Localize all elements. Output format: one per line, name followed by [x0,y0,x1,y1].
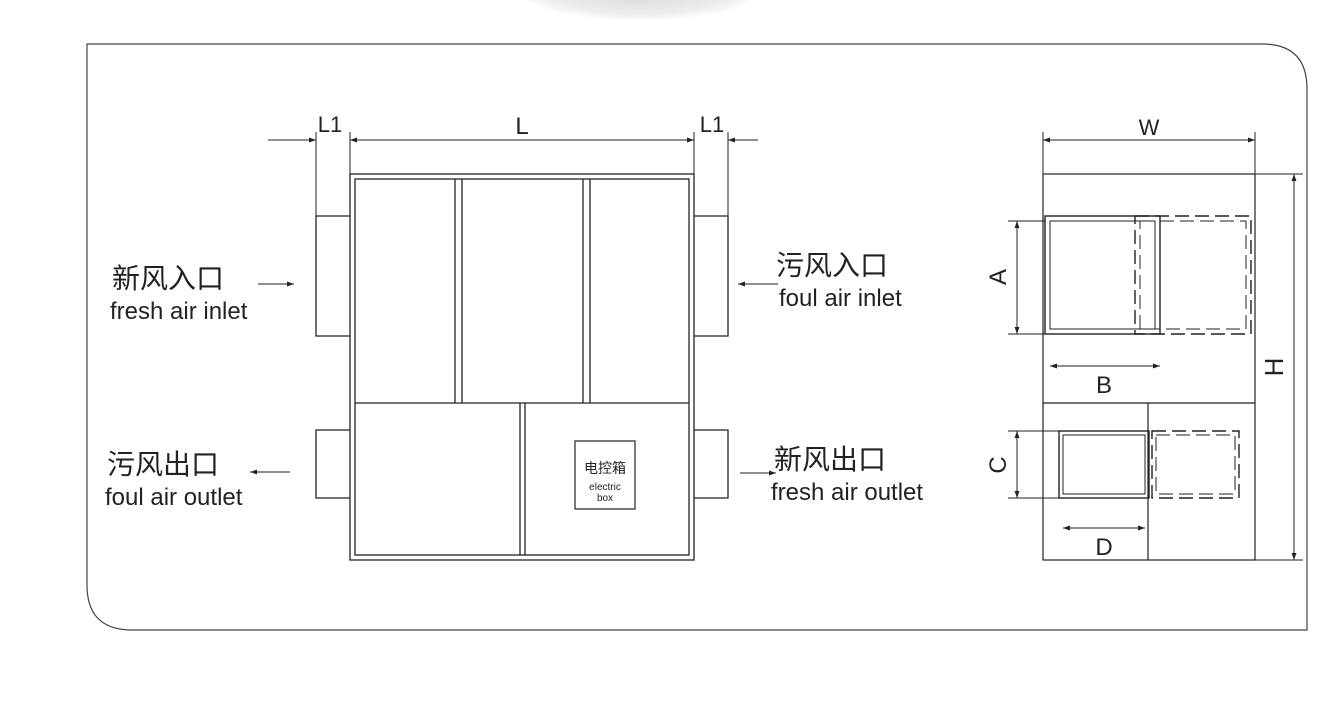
port-label-foul-air-inlet: 污风入口 foul air inlet [738,249,902,312]
side-duct-lower [1058,430,1150,499]
dim-A: A [985,269,1012,285]
side-body [1042,173,1256,561]
svg-text:fresh air outlet: fresh air outlet [771,479,923,506]
frame-border [86,43,1308,631]
dim-L1-right: L1 [700,112,724,137]
svg-text:新风出口: 新风出口 [774,443,886,476]
svg-text:污风出口: 污风出口 [107,448,219,481]
front-view [315,132,729,561]
electric-box-en-2: box [597,493,613,504]
svg-text:fresh air inlet: fresh air inlet [110,298,248,325]
side-duct-upper [1044,215,1161,335]
front-body-inner [354,178,690,556]
duct-right-upper [694,215,729,337]
electric-box-zh: 电控箱 [584,461,626,477]
side-duct-lower-hidden [1151,430,1240,499]
dim-W: W [1139,115,1160,140]
port-label-fresh-air-inlet: 新风入口 fresh air inlet [110,262,294,325]
svg-text:foul air inlet: foul air inlet [779,285,902,312]
side-dimensions [1014,137,1297,560]
duct-left-upper [315,215,350,337]
front-body-outer [349,173,695,561]
dim-L1-left: L1 [318,112,342,137]
dim-C: C [985,456,1012,473]
svg-text:foul air outlet: foul air outlet [105,484,243,511]
duct-left-lower [315,429,350,499]
svg-text:污风入口: 污风入口 [776,249,888,282]
electric-box [574,440,636,510]
dim-H: H [1259,358,1289,377]
port-label-foul-air-outlet: 污风出口 foul air outlet [105,448,290,511]
dim-D: D [1095,534,1112,561]
side-duct-upper-hidden [1134,215,1252,335]
electric-box-en-1: electric [589,482,621,493]
svg-text:新风入口: 新风入口 [112,262,224,295]
decorative-blob [520,0,760,20]
duct-right-lower [694,429,729,499]
dim-L: L [515,113,528,140]
port-label-fresh-air-outlet: 新风出口 fresh air outlet [740,443,923,506]
side-view [1008,132,1303,561]
dim-B: B [1096,372,1112,399]
